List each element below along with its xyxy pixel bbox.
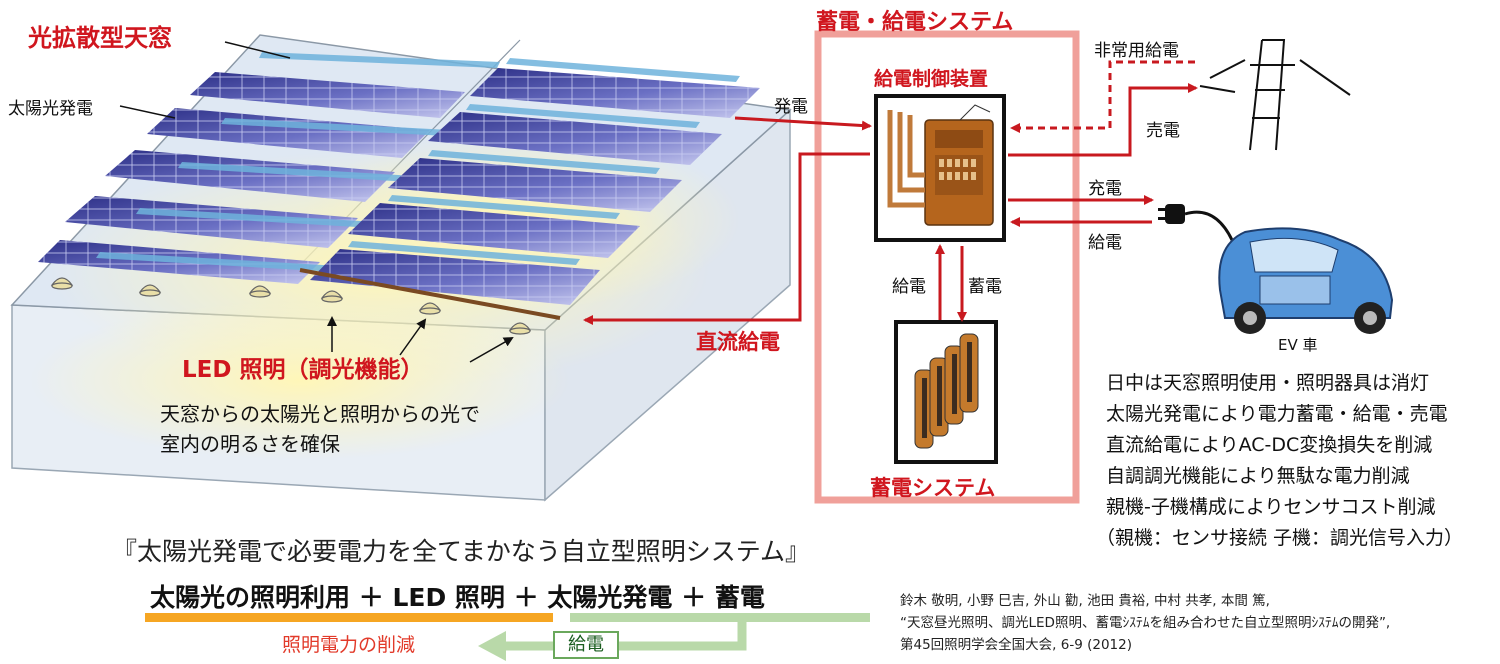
supply-down-label: 給電 <box>892 277 926 297</box>
underline-orange <box>145 613 553 622</box>
store-up-label: 蓄電 <box>968 277 1002 297</box>
formula-part-daylight: 太陽光の照明利用 <box>150 583 351 612</box>
ev-label: EV 車 <box>1278 336 1318 354</box>
feature-item: 太陽光発電により電力蓄電・給電・売電 <box>1106 403 1448 425</box>
controller-title: 給電制御装置 <box>874 68 989 90</box>
system-title: 蓄電・給電システム <box>816 10 1014 35</box>
reduction-label: 照明電力の削減 <box>282 634 416 656</box>
formula-plus: ＋ <box>358 583 384 612</box>
formula-plus: ＋ <box>681 583 707 612</box>
charge-label: 充電 <box>1088 179 1122 199</box>
skylight-strips-left <box>96 52 500 272</box>
feature-item: （親機：センサ接続 子機：調光信号入力） <box>1096 527 1464 549</box>
feature-item: 直流給電によりAC-DC変換損失を削減 <box>1106 434 1433 456</box>
arrow-generation <box>734 116 872 131</box>
solar-panels-left <box>38 72 465 284</box>
skylight-title: 光拡散型天窓 <box>28 24 172 52</box>
feature-list: 日中は天窓照明使用・照明器具は消灯 太陽光発電により電力蓄電・給電・売電 直流給… <box>1096 368 1463 554</box>
citation-venue: 第45回照明学会全国大会, 6-9 (2012) <box>900 637 1132 653</box>
formula-part-storage: 蓄電 <box>714 583 765 612</box>
system-frame <box>814 30 1080 504</box>
leader-lines <box>119 41 514 363</box>
citation: 鈴木 敬明, 小野 巳吉, 外山 勸, 池田 貴裕, 中村 共孝, 本間 篤, … <box>900 590 1390 656</box>
emergency-label: 非常用給電 <box>1094 41 1179 61</box>
citation-title: “天窓昼光照明、調光LED照明、蓄電ｼｽﾃﾑを組み合わせた自立型照明ｼｽﾃﾑの開… <box>900 615 1391 631</box>
battery-box <box>894 320 998 464</box>
arrow-dc-supply <box>583 152 870 325</box>
underline-green <box>570 613 870 622</box>
feature-item: 親機-子機構成によりセンサコスト削減 <box>1106 496 1436 518</box>
feature-item: 自調調光機能により無駄な電力削減 <box>1106 465 1410 487</box>
dc-supply-label: 直流給電 <box>696 330 780 354</box>
green-return-arrow <box>505 622 747 651</box>
battery-cells <box>914 333 979 449</box>
pv-label: 太陽光発電 <box>8 99 93 119</box>
citation-authors: 鈴木 敬明, 小野 巳吉, 外山 勸, 池田 貴裕, 中村 共孝, 本間 篤, <box>900 593 1270 609</box>
solar-panels-right <box>310 68 760 305</box>
sell-label: 売電 <box>1146 121 1180 141</box>
skylight-strips-right <box>348 58 740 265</box>
plug-icon <box>1158 204 1234 241</box>
formula: 太陽光の照明利用 ＋ LED 照明 ＋ 太陽光発電 ＋ 蓄電 <box>150 578 765 614</box>
light-rail <box>299 268 561 320</box>
battery-title: 蓄電システム <box>870 476 996 500</box>
led-fixtures <box>50 277 532 335</box>
generation-label: 発電 <box>774 97 808 117</box>
formula-part-led: LED 照明 <box>392 583 505 612</box>
arrow-emergency <box>1010 60 1195 133</box>
ev-car-icon <box>1218 227 1394 334</box>
power-tower-icon <box>1199 39 1351 151</box>
formula-part-pv: 太陽光発電 <box>547 583 673 612</box>
arrow-sell <box>1008 83 1198 157</box>
supply-box: 給電 <box>553 631 619 659</box>
controller-device <box>887 104 994 226</box>
led-desc-line2: 室内の明るさを確保 <box>160 432 340 456</box>
supply-ev-label: 給電 <box>1088 233 1122 253</box>
led-title: LED 照明（調光機能） <box>182 357 424 383</box>
feature-item: 日中は天窓照明使用・照明器具は消灯 <box>1106 372 1430 394</box>
flow-arrows <box>583 60 1198 325</box>
concept-title: 『太陽光発電で必要電力を全てまかなう自立型照明システム』 <box>112 537 811 566</box>
formula-plus: ＋ <box>513 583 539 612</box>
led-desc-line1: 天窓からの太陽光と照明からの光で <box>160 402 480 426</box>
